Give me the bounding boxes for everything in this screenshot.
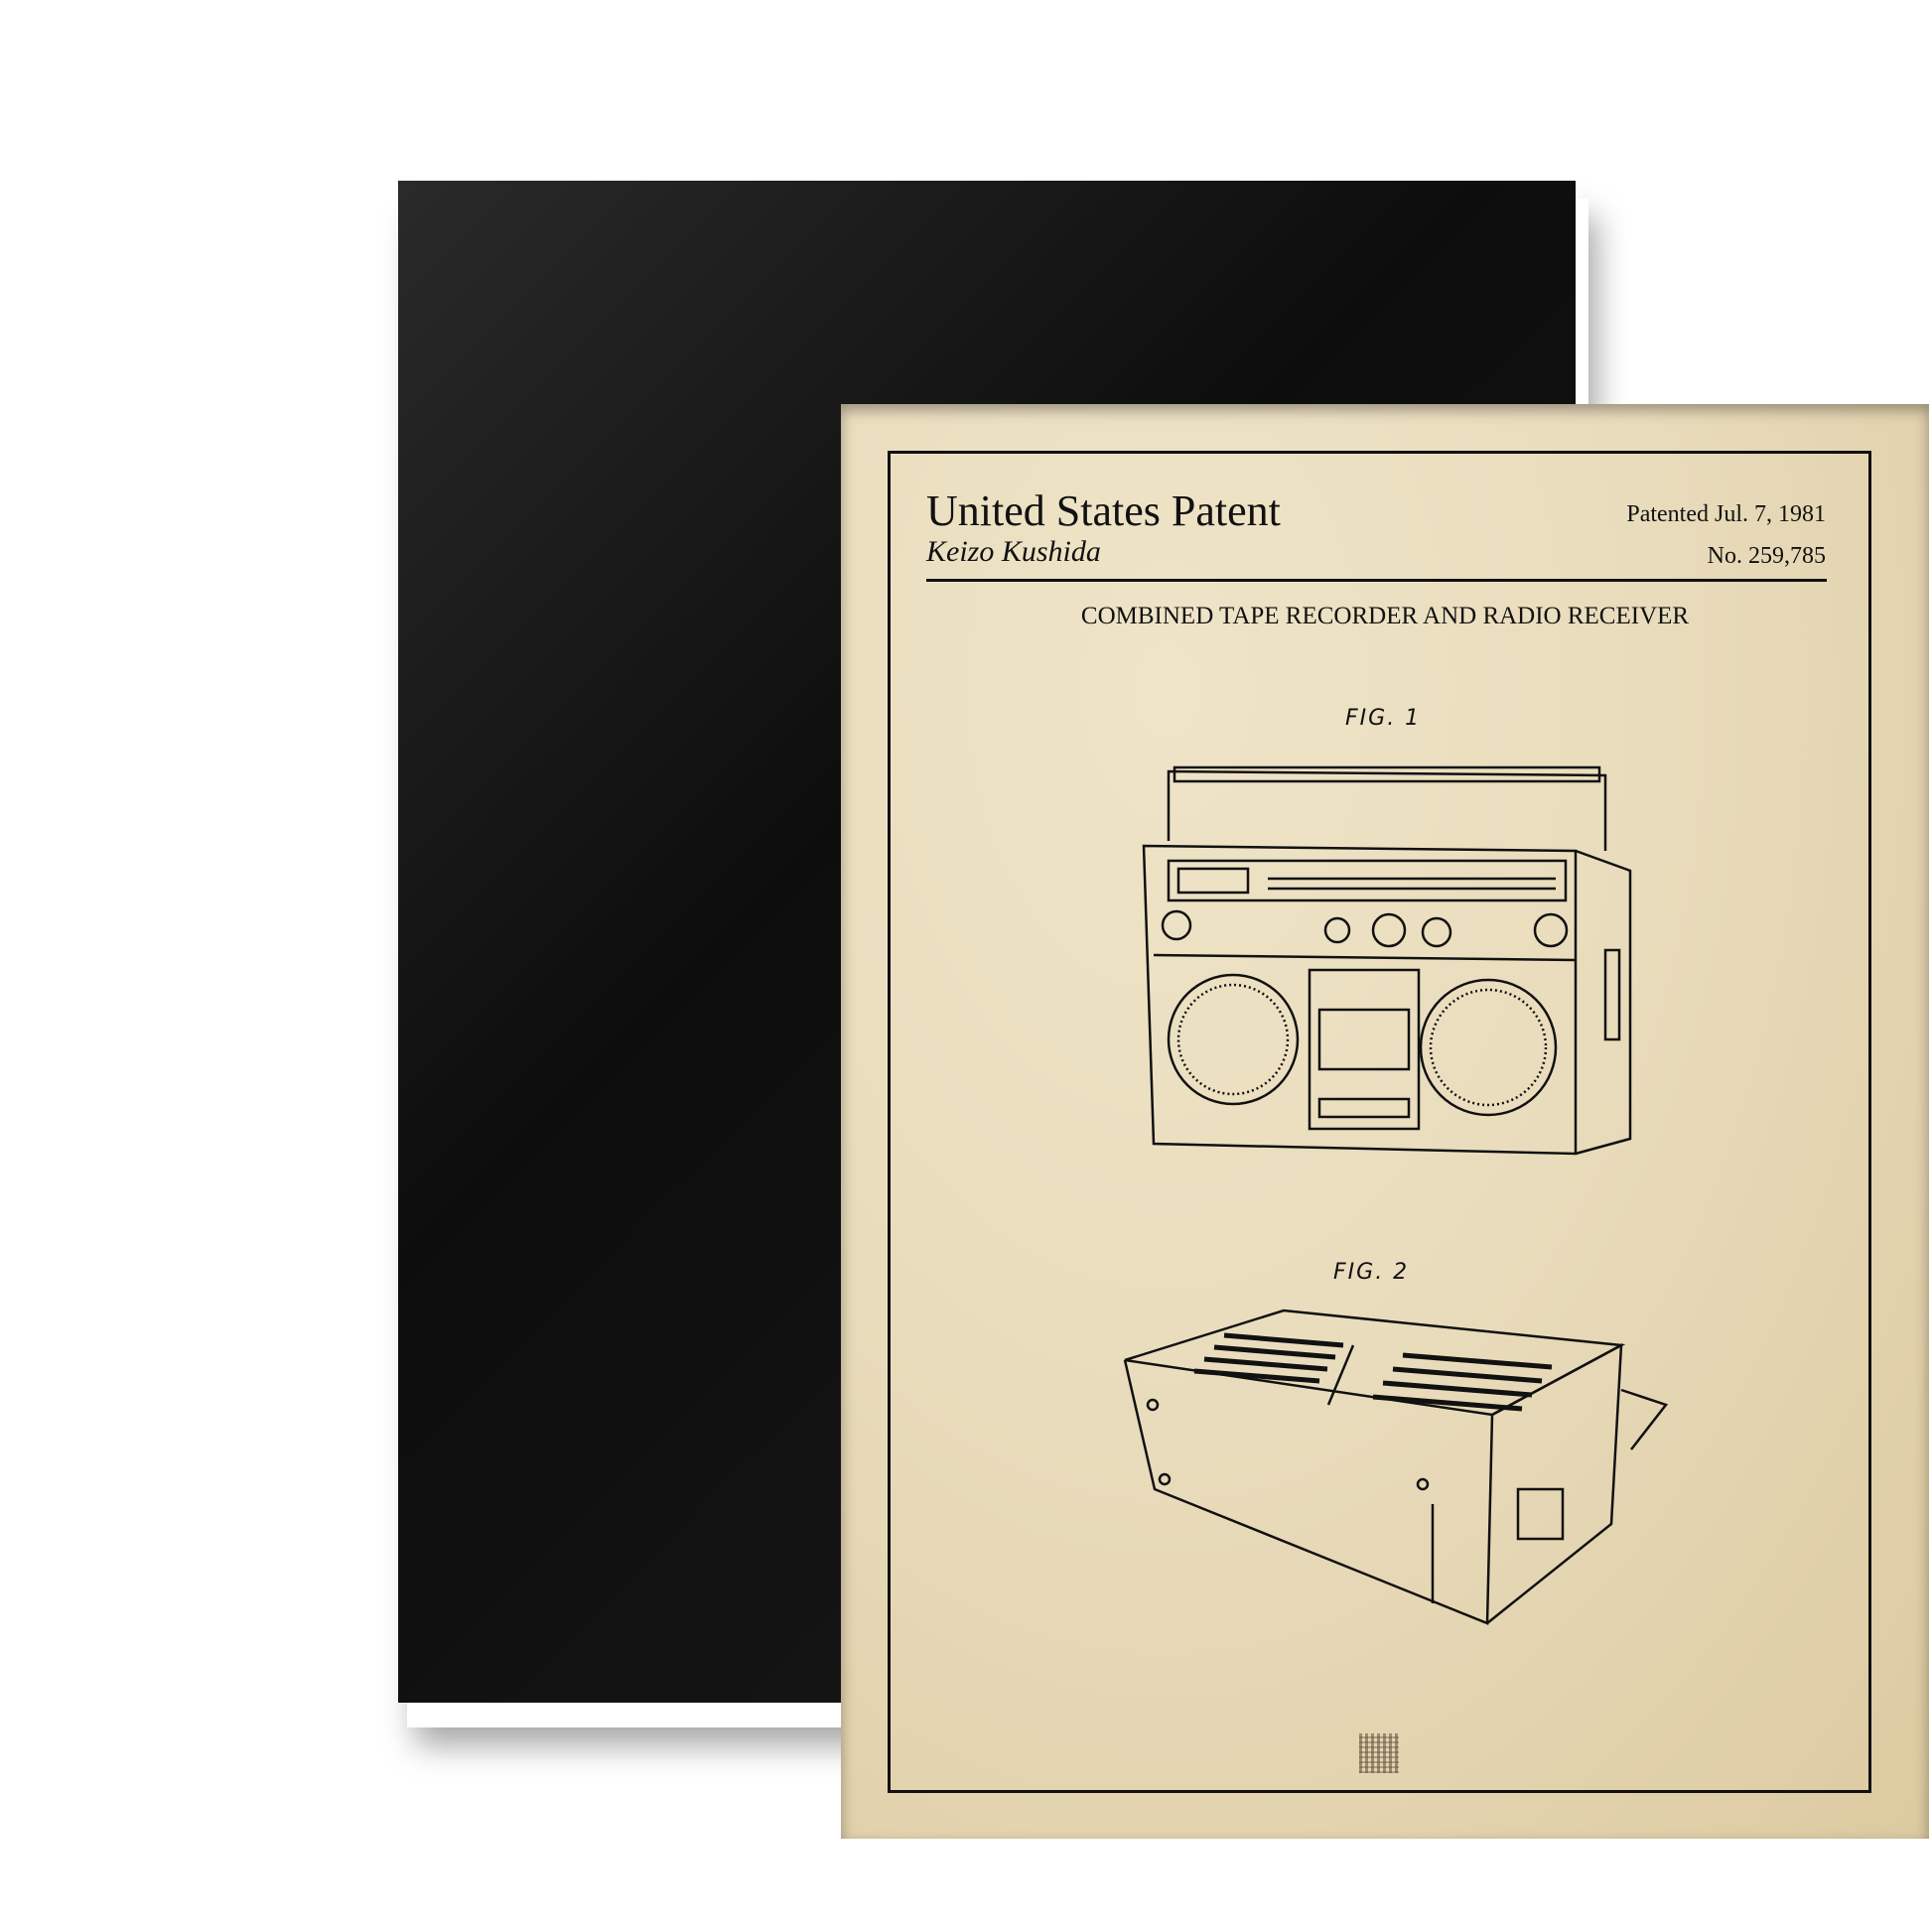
patent-number: No. 259,785 — [1707, 543, 1826, 569]
inventor-name: Keizo Kushida — [926, 535, 1101, 568]
boombox-front-drawing — [1142, 765, 1632, 1156]
poster-frame: United States Patent Keizo Kushida Paten… — [398, 181, 1929, 1839]
fig2-label: FIG. 2 — [1333, 1260, 1410, 1285]
patent-paper: United States Patent Keizo Kushida Paten… — [841, 404, 1929, 1839]
invention-title: COMBINED TAPE RECORDER AND RADIO RECEIVE… — [1080, 603, 1690, 629]
page-border — [888, 451, 1871, 1793]
header-rule — [926, 579, 1827, 582]
patent-date: Patented Jul. 7, 1981 — [1626, 501, 1826, 527]
patent-title: United States Patent — [926, 486, 1281, 535]
fig1-label: FIG. 1 — [1345, 706, 1422, 731]
qr-code — [1359, 1733, 1399, 1773]
boombox-rear-drawing — [1123, 1309, 1669, 1625]
